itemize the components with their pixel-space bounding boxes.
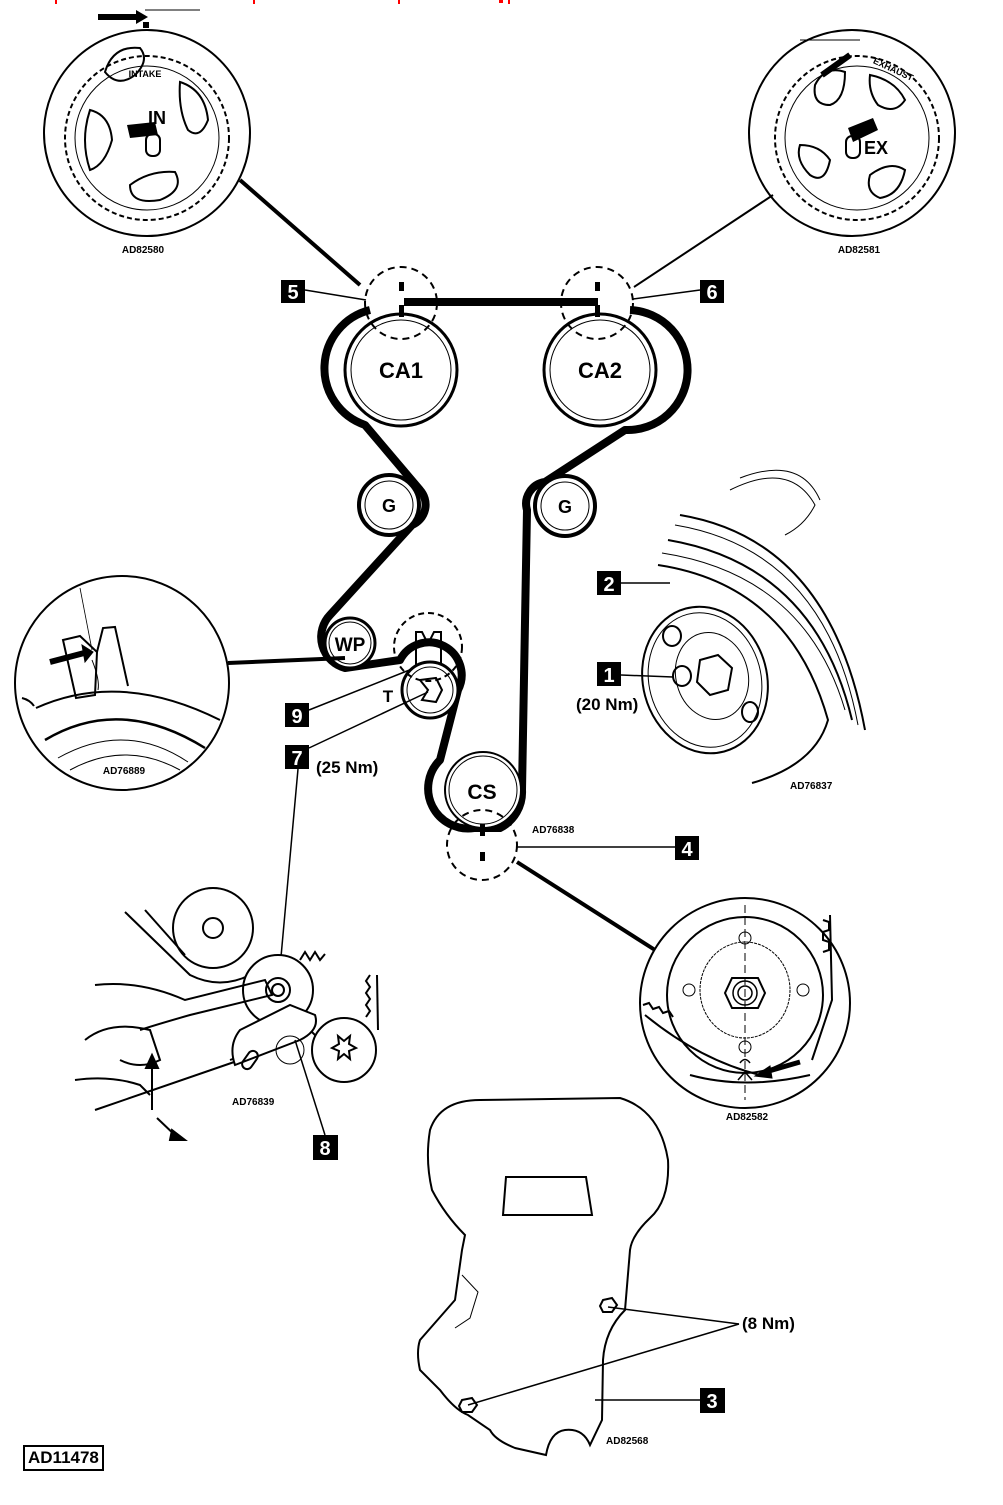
svg-text:1: 1 xyxy=(603,665,614,687)
exhaust-camshaft-detail: EXHAUST EX AD82581 xyxy=(748,29,956,256)
callout-3: 3 xyxy=(595,1388,725,1413)
pulley-guide-right: G xyxy=(533,474,597,538)
tensioner-mark-detail xyxy=(14,575,230,791)
main-diagram-code: AD76838 xyxy=(532,825,575,836)
callout-4: 4 xyxy=(517,836,699,861)
crank-pulley-detail-code: AD76837 xyxy=(790,781,833,792)
tensioner-adjust-detail xyxy=(74,887,379,1141)
intake-camshaft-detail: INTAKE IN AD82580 xyxy=(43,9,251,256)
pulley-guide-right-label: G xyxy=(558,497,572,517)
svg-text:2: 2 xyxy=(603,574,614,596)
exhaust-hub-label: EX xyxy=(864,138,888,158)
pulley-ca2: CA2 xyxy=(542,312,658,428)
svg-text:5: 5 xyxy=(287,282,298,304)
cover-bolt-leaders xyxy=(467,1306,740,1406)
svg-text:8: 8 xyxy=(319,1138,330,1160)
svg-text:4: 4 xyxy=(681,839,693,861)
tensioner-adjust-detail-code: AD76839 xyxy=(232,1097,275,1108)
callout-5: 5 xyxy=(281,280,367,304)
timing-mark-ca2 xyxy=(560,266,634,340)
pulley-tensioner-label: T xyxy=(383,687,394,706)
torque-1: (20 Nm) xyxy=(576,695,638,714)
pulley-ca1: CA1 xyxy=(343,312,459,428)
pulley-tensioner: T xyxy=(383,612,463,720)
svg-text:9: 9 xyxy=(291,706,302,728)
timing-mark-ca1 xyxy=(364,266,438,340)
pulley-water-pump: WP xyxy=(323,616,377,670)
callout-2: 2 xyxy=(597,571,670,596)
callout-7: 7 xyxy=(277,691,429,991)
pulley-water-pump-label: WP xyxy=(335,635,366,656)
exhaust-leader xyxy=(633,194,774,288)
reference-code: AD11478 xyxy=(23,1445,104,1471)
timing-cover xyxy=(417,1096,670,1457)
intake-detail-code: AD82580 xyxy=(122,245,165,256)
crank-sprocket-leader xyxy=(515,860,657,952)
callout-8: 8 xyxy=(294,1039,338,1160)
svg-text:3: 3 xyxy=(706,1391,717,1413)
tensioner-mark-detail-code: AD76889 xyxy=(103,766,146,777)
torque-7: (25 Nm) xyxy=(316,758,378,777)
intake-ring-label: INTAKE xyxy=(129,69,162,79)
svg-text:7: 7 xyxy=(291,748,302,770)
svg-text:6: 6 xyxy=(706,282,717,304)
timing-mark-crankshaft xyxy=(446,809,518,881)
callout-9: 9 xyxy=(285,668,413,728)
crank-sprocket-detail-code: AD82582 xyxy=(726,1112,769,1123)
pulley-ca2-label: CA2 xyxy=(578,358,622,383)
cover-detail-code: AD82568 xyxy=(606,1436,649,1447)
header-text-fragments xyxy=(55,0,510,4)
crankshaft-pulley-detail xyxy=(641,469,866,784)
pulley-crankshaft: CS xyxy=(444,751,522,829)
crank-sprocket-detail xyxy=(639,897,851,1109)
exhaust-detail-code: AD82581 xyxy=(838,245,881,256)
intake-leader xyxy=(238,178,362,287)
intake-hub-label: IN xyxy=(148,108,166,128)
callout-6: 6 xyxy=(632,280,724,304)
pulley-crankshaft-label: CS xyxy=(467,781,496,804)
pulley-ca1-label: CA1 xyxy=(379,358,423,383)
pulley-guide-left-label: G xyxy=(382,496,396,516)
pulley-guide-left: G xyxy=(357,473,421,537)
torque-3: (8 Nm) xyxy=(742,1314,795,1333)
callout-1: 1 xyxy=(597,662,674,687)
tensioner-mark-leader xyxy=(227,656,346,665)
